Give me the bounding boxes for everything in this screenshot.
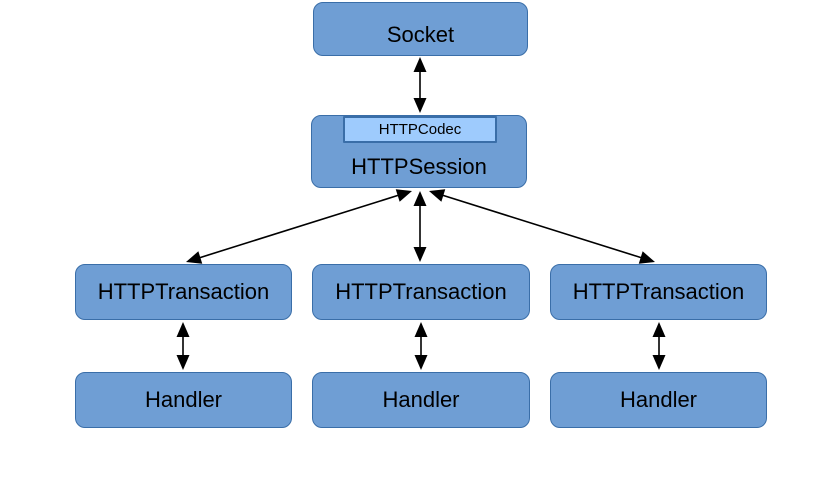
arrowhead-transaction-3-handler-3-start	[652, 322, 666, 337]
arrowhead-session-transaction-2-end	[413, 247, 427, 262]
arrowhead-transaction-3-handler-3-end	[652, 355, 666, 370]
arrowhead-transaction-1-handler-1-end	[176, 355, 190, 370]
node-httptransaction-2-label: HTTPTransaction	[335, 279, 507, 304]
arrowhead-transaction-2-handler-2-start	[414, 322, 428, 337]
node-handler-1-label: Handler	[144, 387, 223, 412]
arrowhead-session-transaction-3-start	[429, 189, 446, 202]
arrowhead-socket-session-end	[413, 98, 427, 113]
arrowhead-session-transaction-3-end	[638, 251, 655, 264]
node-httpcodec[interactable]: HTTPCodec	[343, 116, 497, 143]
arrowhead-transaction-2-handler-2-end	[414, 355, 428, 370]
node-handler-2-label: Handler	[382, 387, 460, 412]
node-httptransaction-1[interactable]: HTTPTransaction	[75, 264, 292, 320]
edge-line-session-transaction-3	[439, 193, 645, 260]
arrowhead-transaction-1-handler-1-start	[176, 322, 190, 337]
node-handler-1[interactable]: Handler	[75, 372, 292, 428]
node-handler-3-label: Handler	[619, 387, 698, 412]
node-httpsession-label: HTTPSession	[351, 154, 487, 179]
node-handler-2[interactable]: Handler	[312, 372, 530, 428]
edge-session-transaction-3	[439, 193, 645, 260]
node-socket-label: Socket	[386, 22, 455, 47]
arrowhead-session-transaction-1-start	[395, 189, 412, 202]
node-httptransaction-3-label: HTTPTransaction	[572, 279, 745, 304]
node-httpcodec-label: HTTPCodec	[378, 121, 462, 138]
edge-session-transaction-1	[196, 193, 402, 260]
node-httptransaction-3[interactable]: HTTPTransaction	[550, 264, 767, 320]
node-socket[interactable]: Socket	[313, 2, 528, 56]
node-httptransaction-2[interactable]: HTTPTransaction	[312, 264, 530, 320]
node-httptransaction-1-label: HTTPTransaction	[97, 279, 270, 304]
edge-line-session-transaction-1	[196, 193, 402, 260]
node-handler-3[interactable]: Handler	[550, 372, 767, 428]
arrowhead-session-transaction-1-end	[186, 251, 203, 264]
arrowhead-socket-session-start	[413, 57, 427, 72]
arrowhead-session-transaction-2-start	[413, 191, 427, 206]
